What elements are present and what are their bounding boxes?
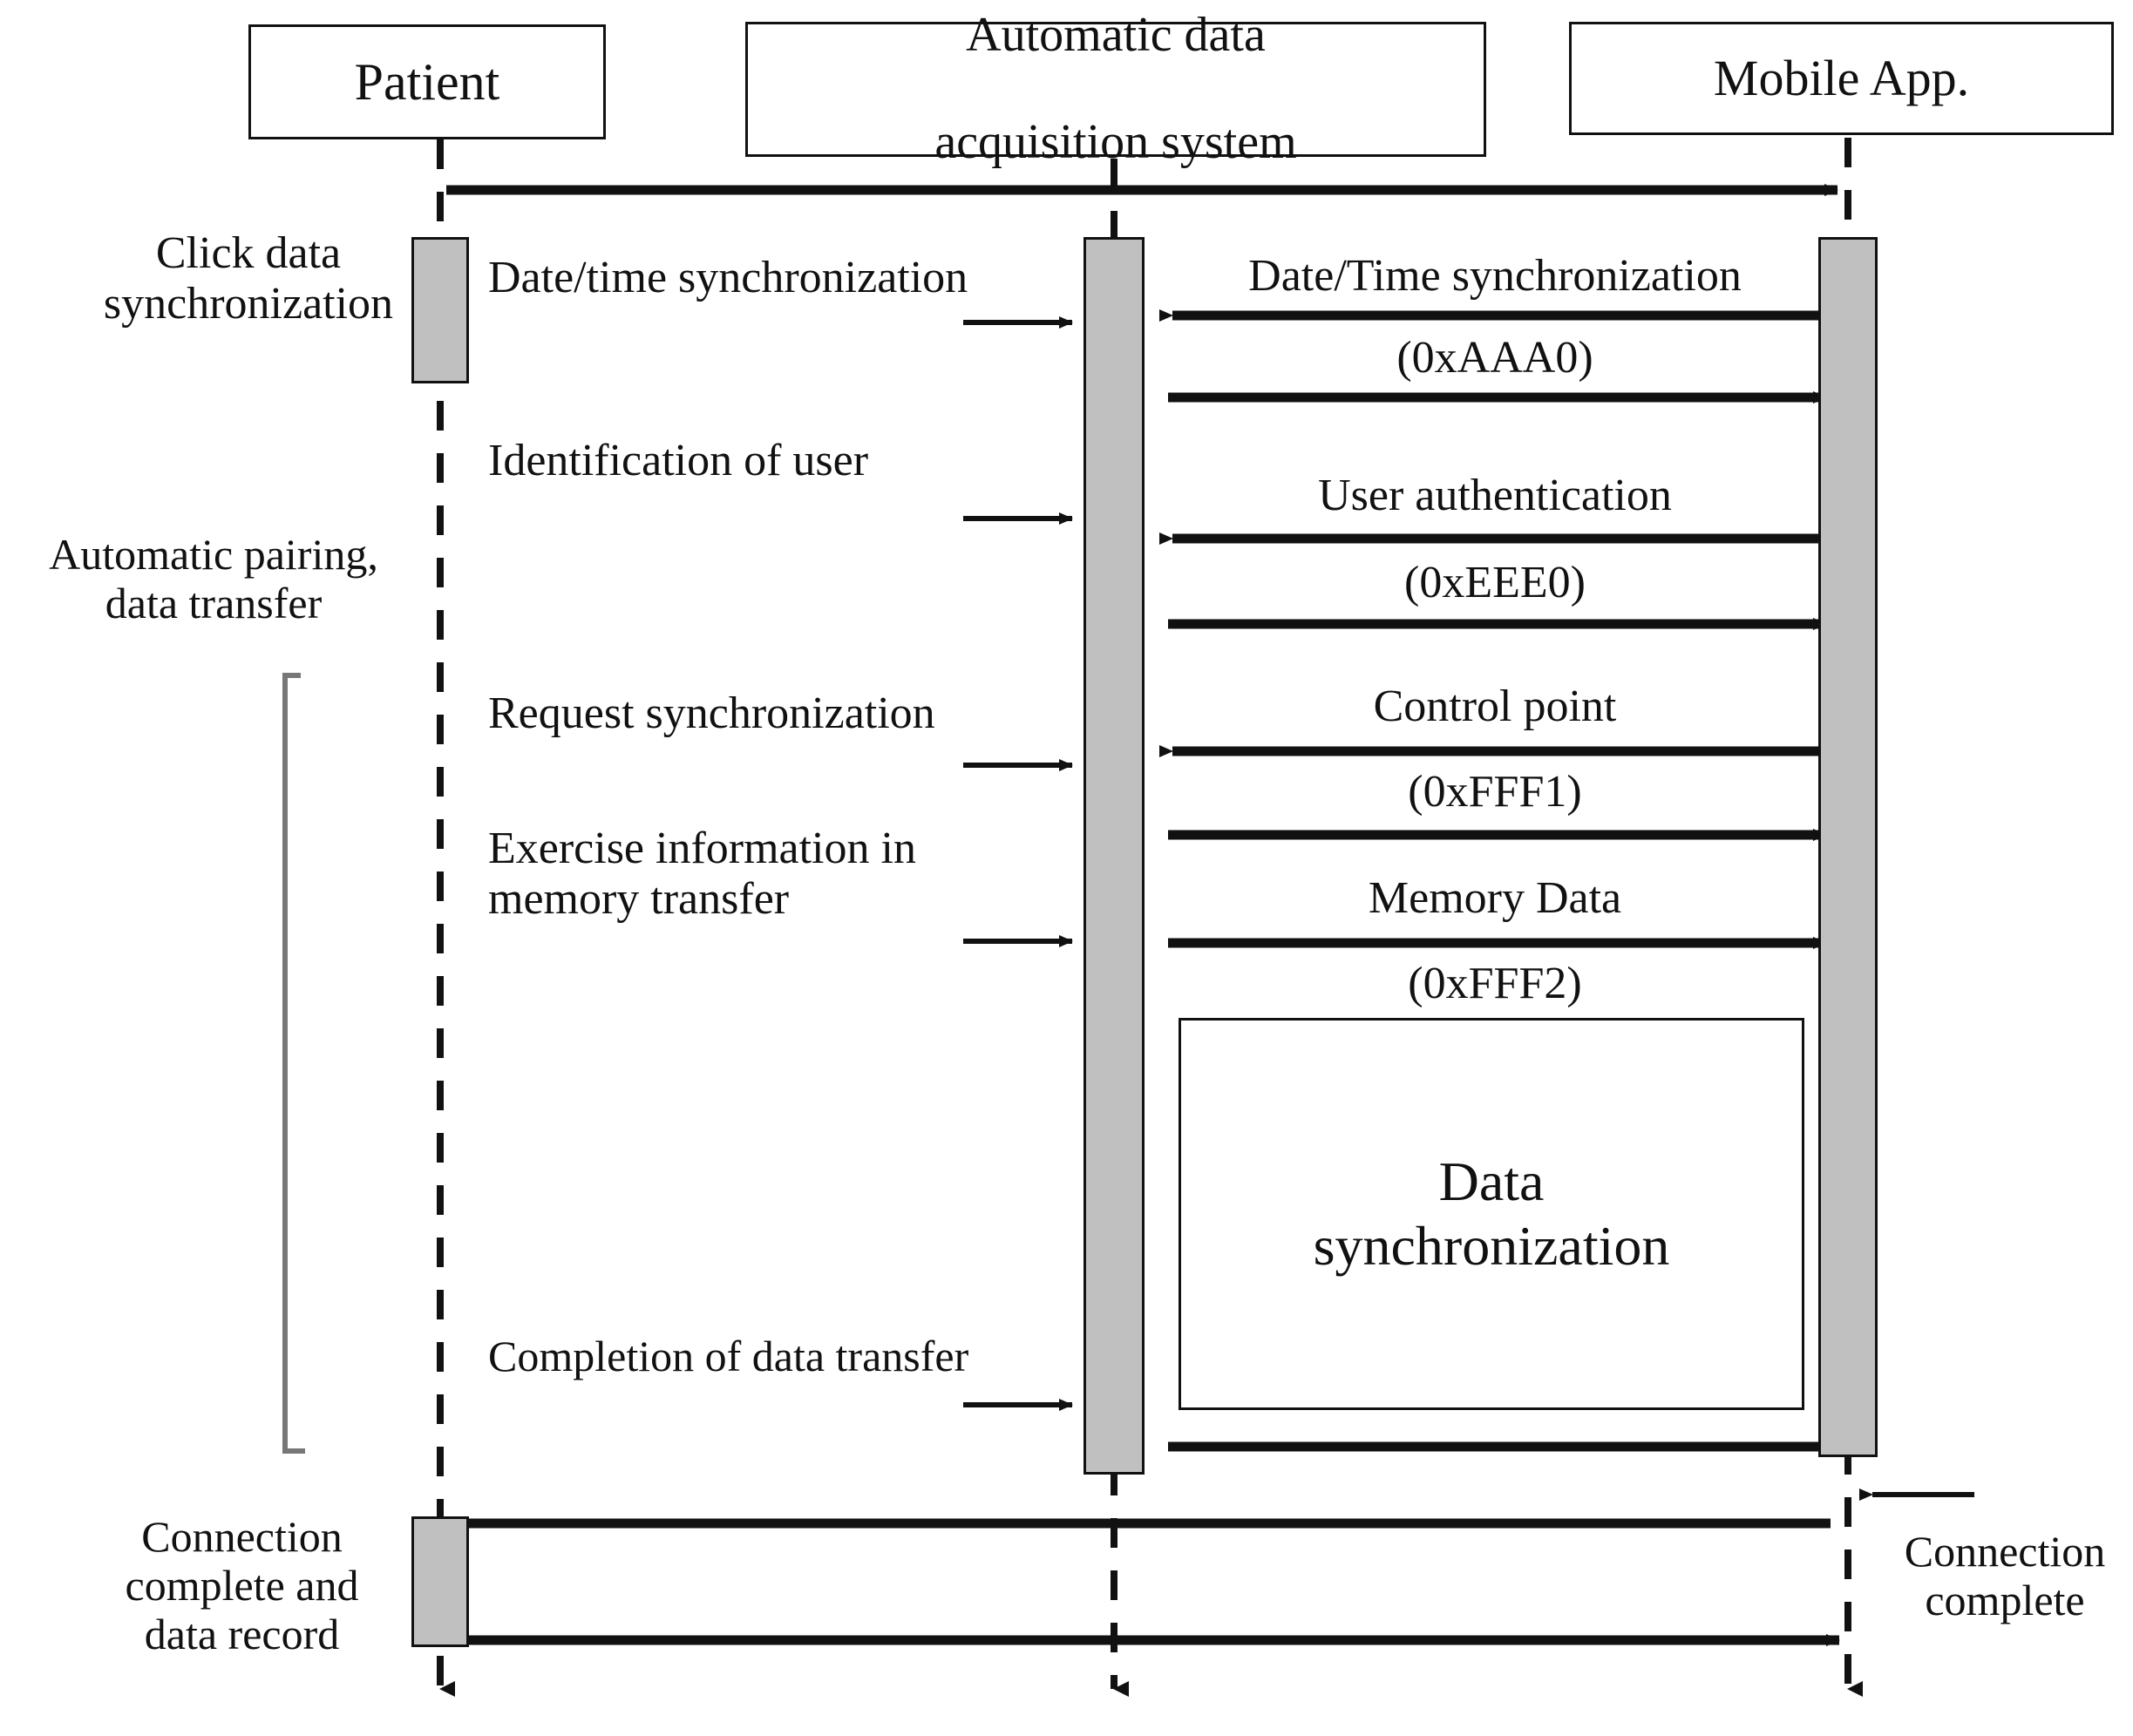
- activation-patient-1: [411, 237, 469, 383]
- data-synchronization-box: Data synchronization: [1179, 1018, 1804, 1410]
- label-connection-complete-and-data-record: Connection complete and data record: [74, 1512, 410, 1658]
- label-connection-complete-line2: complete: [1925, 1576, 2085, 1624]
- data-synchronization-label-line1: Data: [1438, 1150, 1545, 1213]
- lifeline-header-mobile[interactable]: Mobile App.: [1569, 22, 2114, 135]
- message-label-memory-data: Memory Data: [1368, 873, 1622, 923]
- activation-daq-main: [1083, 237, 1145, 1475]
- automatic-pairing-bracket: [282, 673, 305, 1454]
- message-label-0xFFF1: (0xFFF1): [1408, 767, 1582, 817]
- lifeline-header-patient[interactable]: Patient: [248, 24, 606, 139]
- message-label-identification-of-user: Identification of user: [488, 436, 869, 485]
- message-label-date-time-sync: Date/time synchronization: [488, 253, 968, 302]
- label-automatic-pairing-line2: data transfer: [105, 579, 323, 627]
- label-automatic-pairing: Automatic pairing, data transfer: [9, 530, 418, 627]
- lifeline-header-daq[interactable]: Automatic data acquisition system: [745, 9, 1486, 169]
- label-click-data-synchronization-line1: Click data: [155, 228, 342, 278]
- label-connection-complete: Connection complete: [1874, 1527, 2133, 1624]
- lifeline-header-daq-label-line2: acquisition system: [934, 115, 1297, 170]
- message-label-exercise-information-line2: memory transfer: [488, 874, 790, 925]
- message-label-0xFFF2: (0xFFF2): [1408, 959, 1582, 1008]
- message-label-date-time-synchronization: Date/Time synchronization: [1248, 251, 1742, 301]
- lifeline-header-patient-label: Patient: [354, 53, 500, 111]
- message-label-exercise-information-line1: Exercise information in: [488, 824, 916, 873]
- activation-patient-2: [411, 1516, 469, 1647]
- label-click-data-synchronization-line2: synchronization: [103, 279, 394, 329]
- message-label-control-point: Control point: [1373, 682, 1617, 731]
- label-connection-complete-and-data-record-line2: complete and: [125, 1561, 359, 1610]
- label-automatic-pairing-line1: Automatic pairing,: [49, 530, 378, 579]
- message-label-0xAAA0: (0xAAA0): [1396, 333, 1593, 383]
- lifeline-header-mobile-label: Mobile App.: [1713, 50, 1970, 107]
- data-synchronization-label-line2: synchronization: [1313, 1215, 1670, 1277]
- message-label-exercise-information: Exercise information in memory transfer: [488, 824, 1090, 925]
- activation-mobile-main: [1818, 237, 1878, 1457]
- label-connection-complete-and-data-record-line3: data record: [144, 1610, 340, 1658]
- message-label-0xEEE0: (0xEEE0): [1404, 558, 1586, 607]
- label-connection-complete-and-data-record-line1: Connection: [141, 1512, 343, 1561]
- label-click-data-synchronization: Click data synchronization: [87, 228, 410, 329]
- message-label-request-synchronization: Request synchronization: [488, 688, 935, 738]
- message-label-user-authentication: User authentication: [1318, 471, 1672, 520]
- lifeline-header-daq-label-line1: Automatic data: [966, 8, 1266, 63]
- message-label-completion-of-data-transfer: Completion of data transfer: [488, 1332, 969, 1380]
- label-connection-complete-line1: Connection: [1904, 1527, 2106, 1576]
